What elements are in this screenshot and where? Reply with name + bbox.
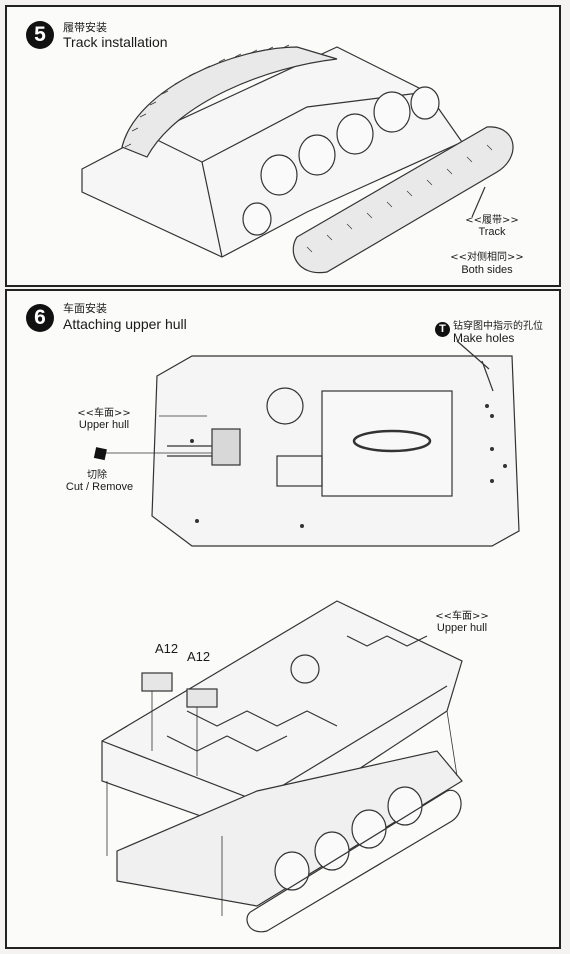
track-lower [246,789,462,933]
step-5-title-zh: 履带安装 [63,21,107,34]
cut-label-zh: 切除 [87,470,107,481]
both-sides-label-zh: <<对侧相同>> [450,252,524,263]
track-left [121,46,338,158]
track-installation-illustration [81,44,514,274]
hatch-oval [352,429,432,453]
make-holes-label-zh: 钻穿图中指示的孔位 [453,321,543,332]
step-6-badge: 6 [26,304,54,332]
upper-hull-iso-label-zh: <<车面>> [435,611,489,622]
cut-icon [93,447,107,461]
step-5-panel: 5 履带安装 Track installation [5,5,561,287]
part-a12-left-label: A12 [155,641,179,656]
upper-hull-label-zh: <<车面>> [77,408,131,419]
step-5-badge: 5 [26,21,54,49]
drill-icon: T [435,322,450,337]
track-label-zh: <<履带>> [465,215,519,226]
step-5-title-en: Track installation [63,34,168,50]
upper-hull-illustration [93,340,520,933]
part-a12-right-label: A12 [187,649,211,664]
upper-hull-iso-label-en: Upper hull [436,622,488,634]
make-holes-label-en: Make holes [453,331,515,345]
step-6-title-zh: 车面安装 [63,302,107,315]
cut-label-en: Cut / Remove [65,481,134,493]
road-wheels [242,86,440,236]
step-6-panel: 6 车面安装 Attaching upper hull T 钻穿图中指示的孔位 … [5,289,561,949]
track-right [292,126,514,274]
track-label-en: Track [478,226,506,238]
step-6-title-en: Attaching upper hull [63,316,187,332]
lower-hull-iso [116,750,463,907]
both-sides-label-en: Both sides [461,264,513,276]
upper-hull-label-en: Upper hull [78,419,130,431]
